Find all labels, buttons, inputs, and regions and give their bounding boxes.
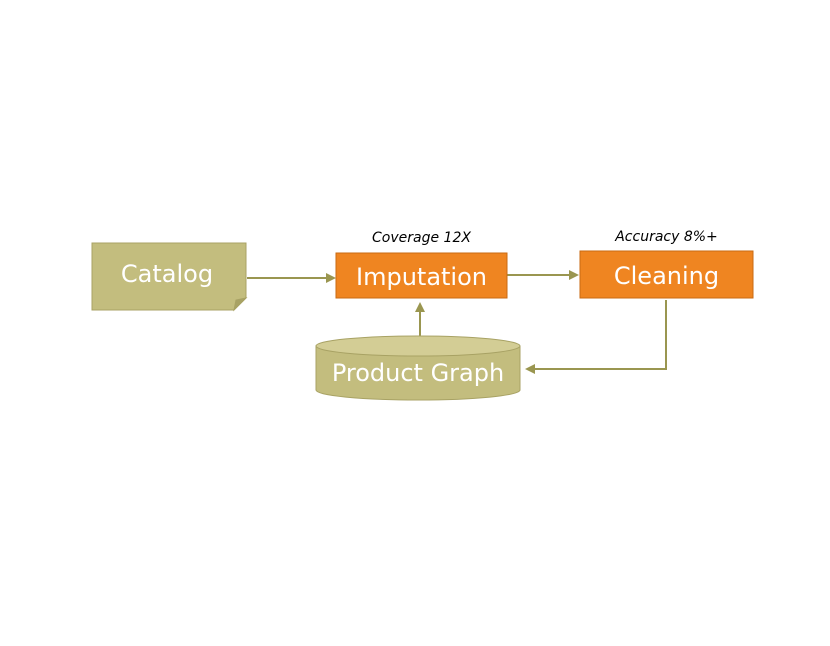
imputation-label: Imputation — [356, 263, 487, 291]
cleaning-label: Cleaning — [613, 262, 720, 290]
edge-cleaning-to-product-graph — [525, 300, 667, 374]
coverage-annotation: Coverage 12X — [372, 230, 471, 246]
cleaning-node — [579, 250, 754, 299]
product-graph-top — [315, 335, 521, 357]
catalog-fold — [233, 297, 248, 312]
accuracy-annotation: Accuracy 8%+ — [615, 229, 718, 245]
imputation-node — [335, 252, 508, 299]
catalog-label: Catalog — [120, 260, 214, 288]
product-graph-node — [315, 346, 521, 401]
product-graph-label: Product Graph — [331, 359, 505, 387]
